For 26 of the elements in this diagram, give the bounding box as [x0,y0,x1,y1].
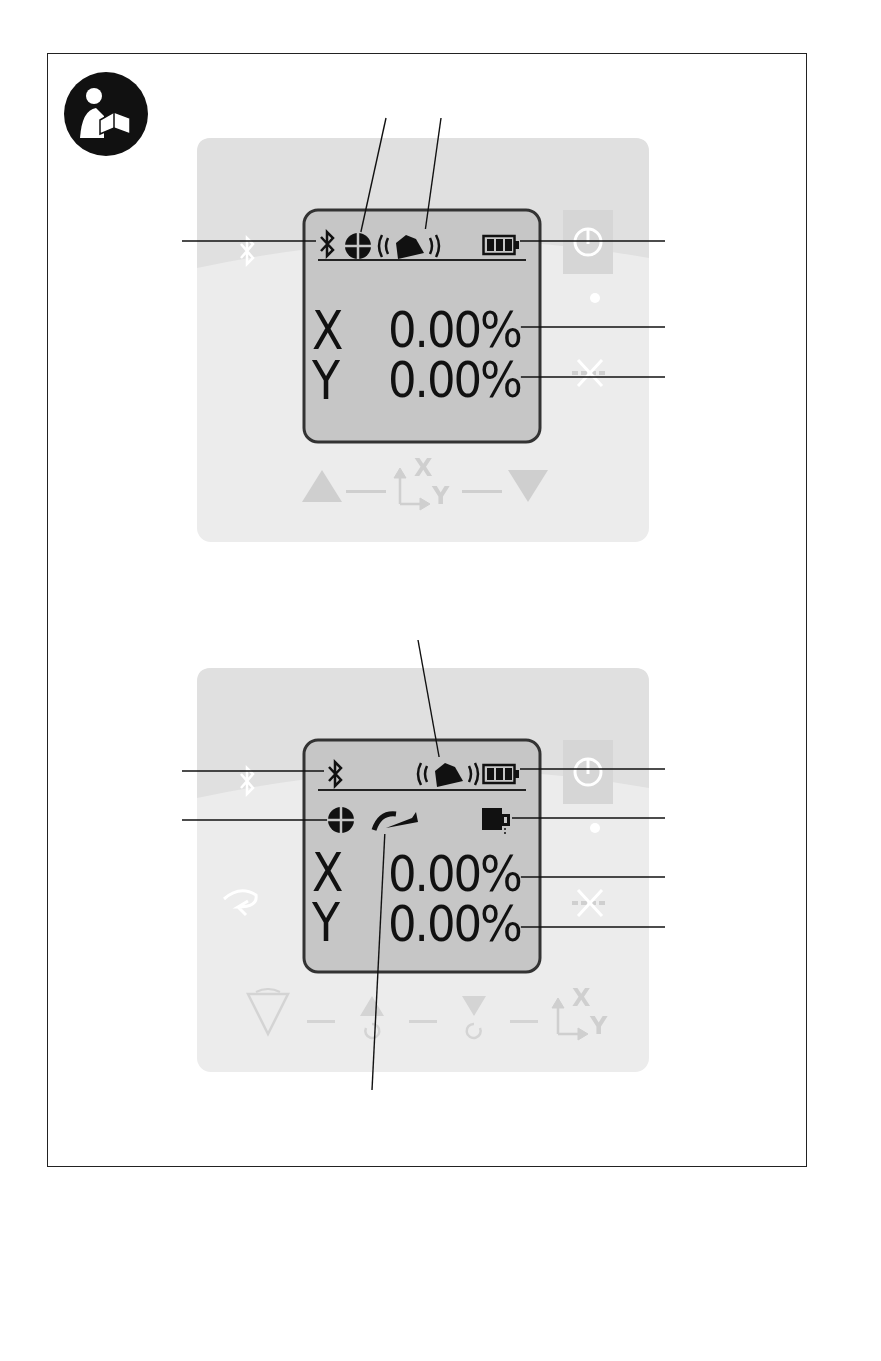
leader-line [360,117,387,233]
axis-letter: X [312,308,344,354]
leader-line [371,833,386,1091]
readout-value: 0.00% [388,852,521,896]
leader-line [181,819,328,821]
leader-line [520,326,666,328]
crosshair-icon [327,806,355,834]
leader-line [424,117,442,230]
axis-letter: Y [312,358,341,404]
leader-line [417,639,440,758]
leader-line [520,376,666,378]
battery-icon [482,234,520,256]
battery-icon [482,763,520,785]
leader-line [520,926,666,928]
readout-value: 0.00% [388,358,521,402]
leader-line [181,770,325,772]
leader-line [520,876,666,878]
leader-line [511,817,666,819]
crosshair-icon [344,232,372,260]
axis-letter: Y [312,900,341,946]
leader-line [181,240,317,242]
readout-value: 0.00% [388,902,521,946]
leader-line [519,240,666,242]
readout-value: 0.00% [388,308,521,352]
axis-letter: X [312,850,344,896]
leader-line [519,768,666,770]
